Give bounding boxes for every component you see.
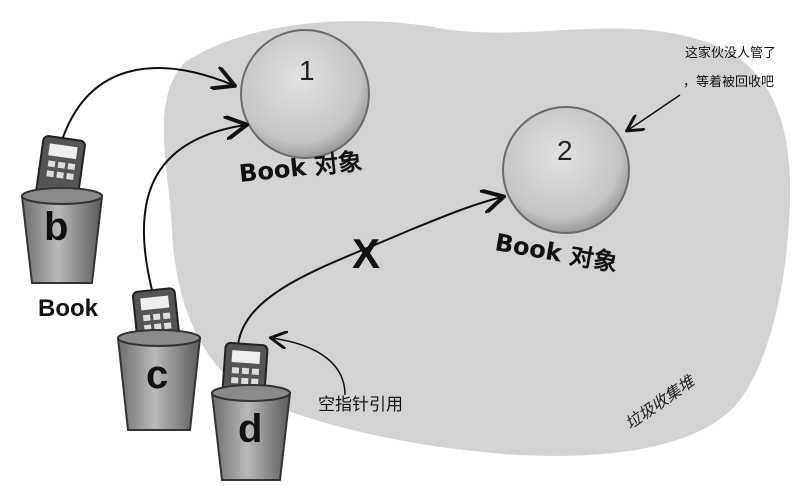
reference-cup-b: b [20,135,104,284]
type-label: Book [38,295,99,322]
reference-letter: d [238,407,262,451]
object-number: 1 [299,55,315,86]
reference-letter: c [146,353,168,397]
null-reference-arrow [272,338,346,396]
broken-reference-mark: X [352,230,380,277]
reference-cup-c: c [116,287,202,431]
garbage-note-line2: ，等着被回收吧 [683,74,774,90]
reference-letter: b [44,205,68,249]
null-reference-label: 空指针引用 [318,395,403,415]
reference-cup-d: d [210,341,292,481]
garbage-note-line1: 这家伙没人管了 [685,45,776,61]
reference-arrow-c [142,125,245,291]
garbage-note-arrow [628,94,681,130]
book-object-1: 1 Book 对象 [238,29,370,188]
object-number: 2 [557,135,573,166]
reference-arrow-b [61,68,233,141]
broken-reference-arrow-d [237,197,502,346]
